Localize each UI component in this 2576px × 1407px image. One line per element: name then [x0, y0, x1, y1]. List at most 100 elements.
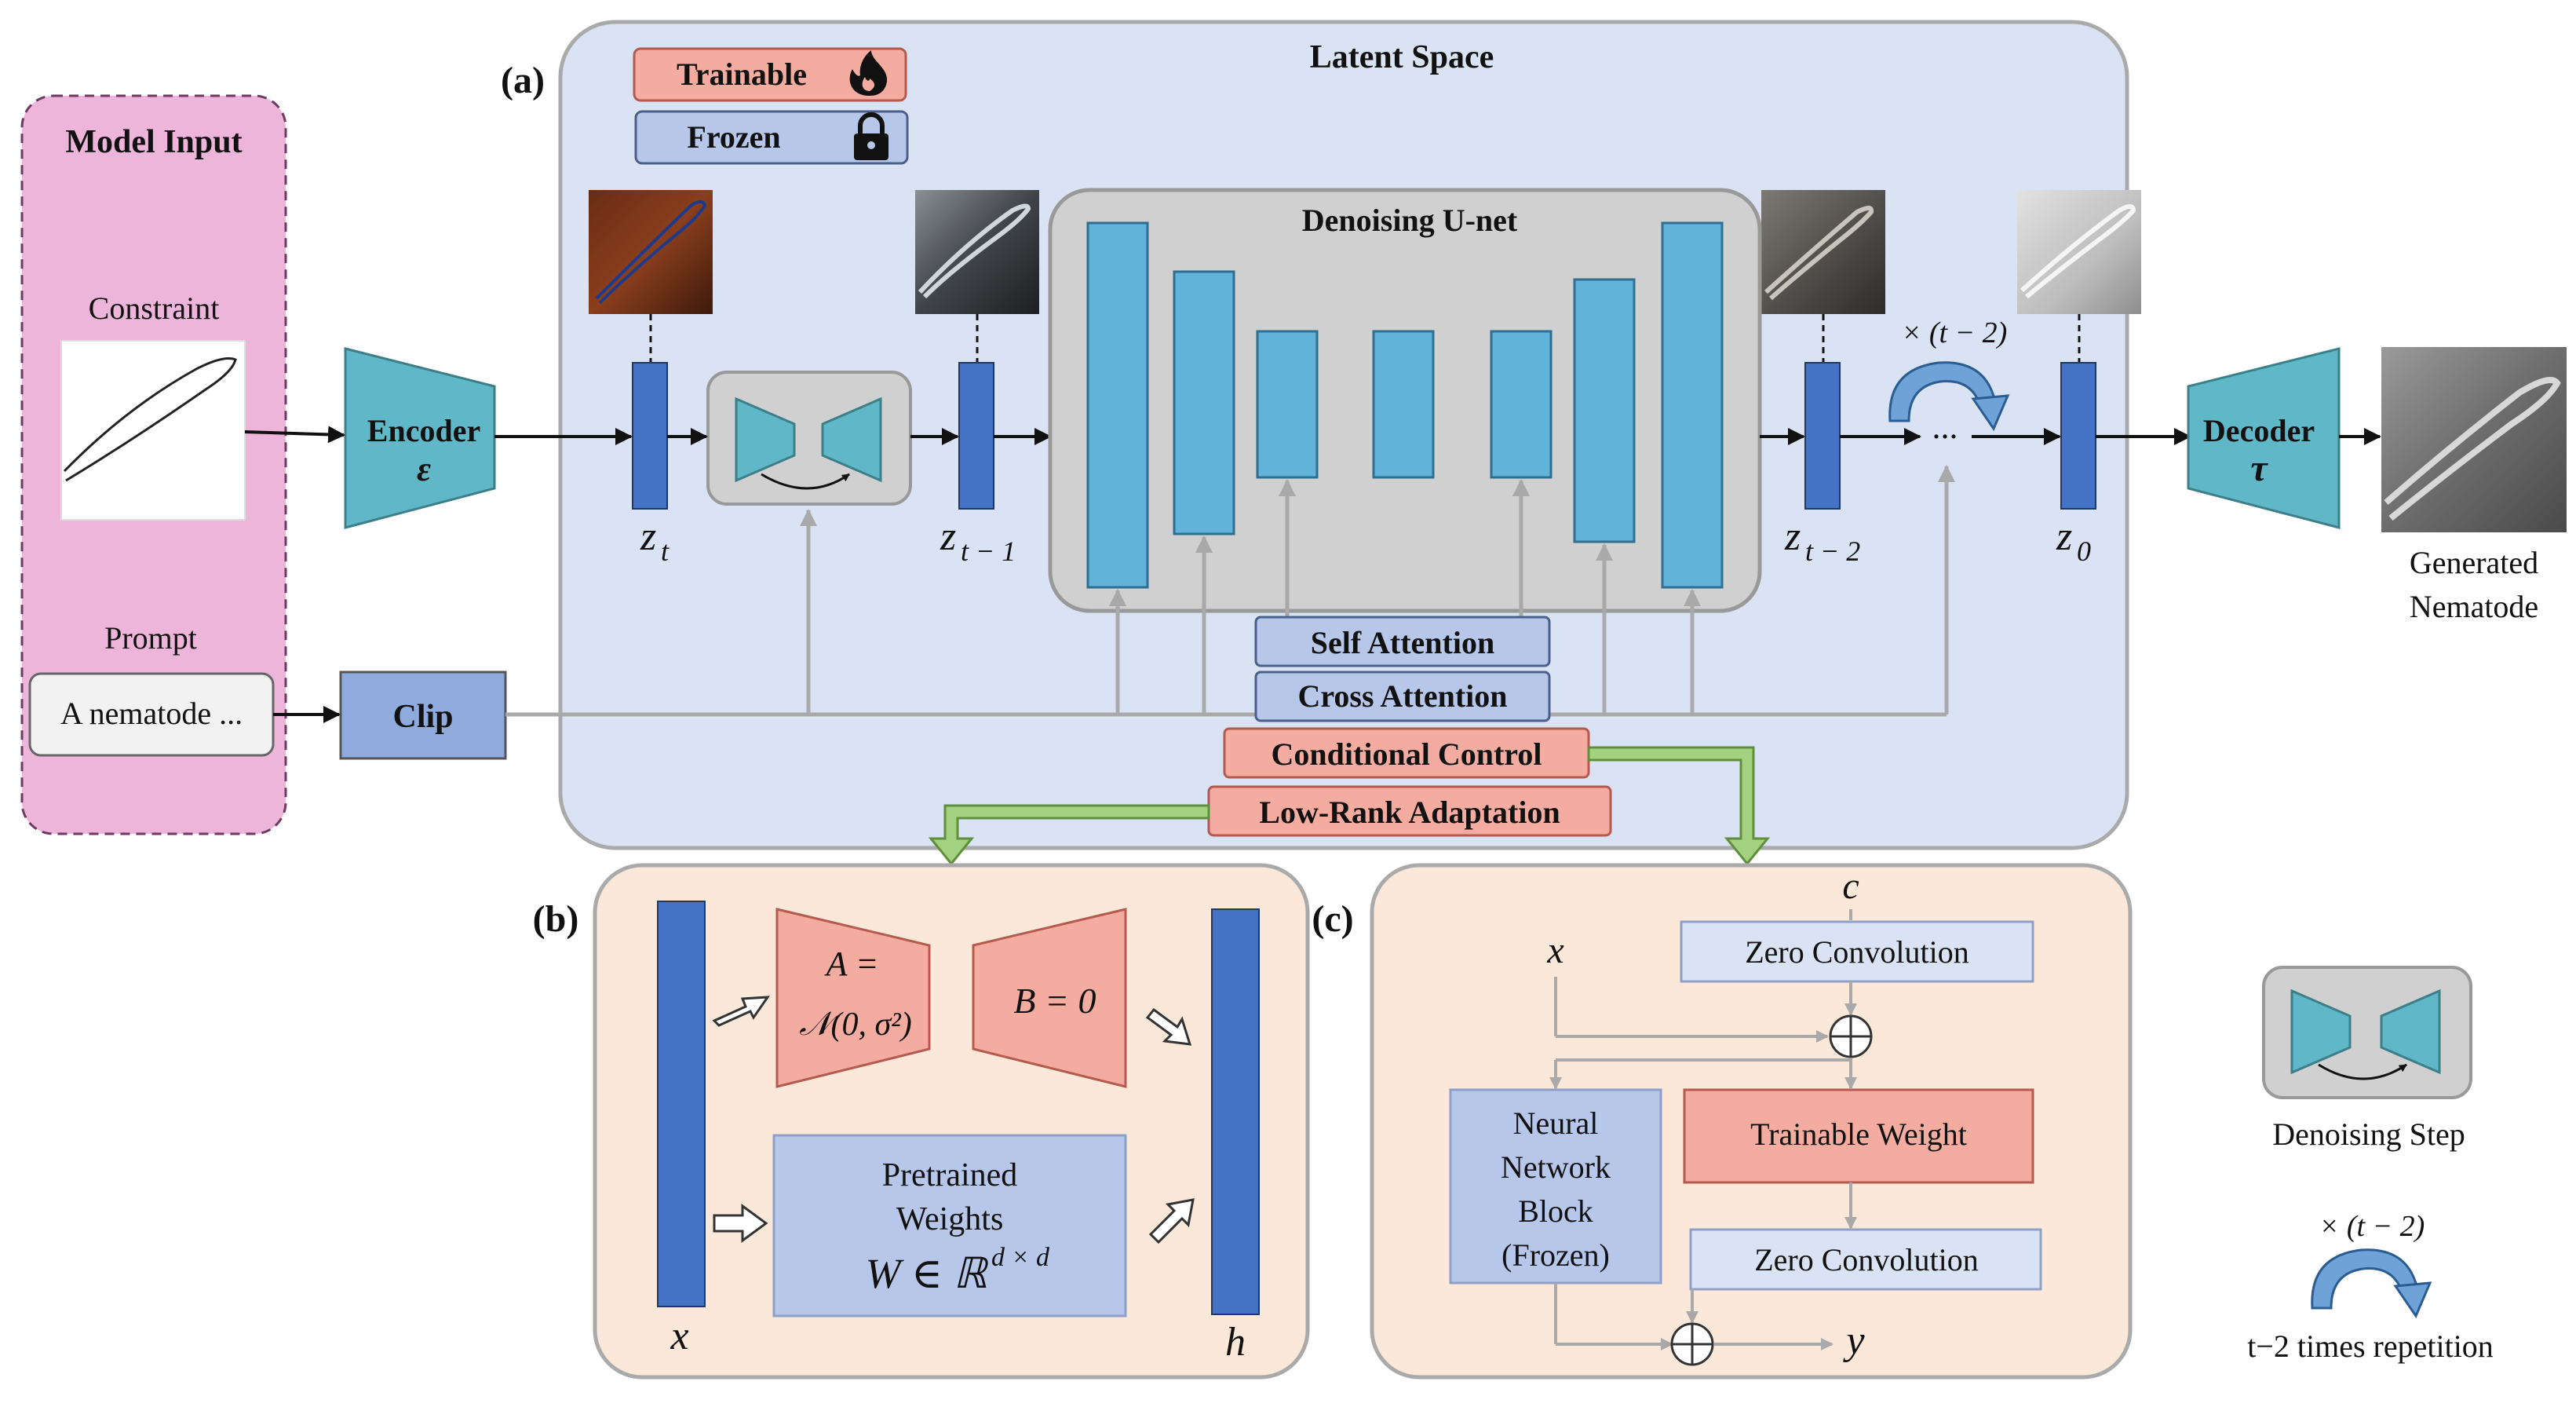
- lock-icon: [854, 112, 888, 160]
- legend-repeat-arrow-icon: [2311, 1248, 2432, 1319]
- nn-line1: Neural: [1513, 1106, 1599, 1141]
- legend-trainable-label: Trainable: [677, 57, 807, 92]
- cross-attention-label: Cross Attention: [1297, 678, 1507, 714]
- control-c-label: c: [1842, 865, 1859, 907]
- label-zt: z t: [640, 514, 670, 567]
- svg-text:z: z: [2056, 514, 2072, 559]
- noisy-image-zt: [589, 190, 713, 314]
- lora-b-matrix: [972, 908, 1127, 1088]
- self-attention-block: [1254, 616, 1551, 667]
- svg-text:z: z: [940, 514, 956, 559]
- decoder-label: Decoder: [2203, 413, 2315, 448]
- panel-c-label: (c): [1312, 898, 1353, 940]
- zero-conv-top-label: Zero Convolution: [1745, 934, 1969, 970]
- lora-x-label: x: [670, 1314, 688, 1358]
- constraint-sketch: [63, 357, 237, 482]
- legend-repeat-desc: t−2 times repetition: [2247, 1328, 2494, 1364]
- latent-zt-minus-2: [1804, 362, 1841, 510]
- add-icon-bottom: [1670, 1322, 1714, 1366]
- lora-hollow-arrows: [712, 996, 1195, 1244]
- prompt-text: A nematode ...: [60, 696, 243, 731]
- latent-zt: [632, 362, 668, 510]
- constraint-image: [60, 340, 246, 521]
- cross-attention-block: [1254, 671, 1551, 722]
- generated-label-1: Generated: [2410, 545, 2538, 580]
- generated-nematode-image: [2381, 347, 2567, 532]
- decoder-symbol: τ: [2250, 448, 2268, 489]
- legend-repeat-label: × (t − 2): [2319, 1210, 2425, 1243]
- green-arrow-lora: [928, 804, 1210, 866]
- repeat-label: × (t − 2): [1902, 316, 2008, 349]
- legend-frozen: [634, 110, 909, 165]
- green-arrow-control: [1587, 746, 1771, 866]
- clip-label: Clip: [392, 699, 453, 735]
- label-z0: z 0: [2056, 514, 2091, 567]
- zero-conv-bottom-label: Zero Convolution: [1754, 1242, 1979, 1277]
- clip-conditioning-lines: [505, 465, 1955, 717]
- repeat-arrow-icon: [1888, 361, 2010, 432]
- lora-h-label: h: [1225, 1320, 1246, 1365]
- lora-b-label: B = 0: [1013, 981, 1096, 1021]
- legend-denoising-step-label: Denoising Step: [2272, 1116, 2465, 1152]
- image-zt-minus-1: [915, 190, 1039, 314]
- nn-line2: Network: [1501, 1149, 1611, 1185]
- svg-text:z: z: [640, 514, 656, 559]
- clip-block: [339, 671, 507, 760]
- model-input-title: Model Input: [65, 124, 242, 160]
- panel-b-label: (b): [533, 898, 579, 940]
- pretrained-line1: Pretrained: [882, 1157, 1018, 1193]
- control-x-label: x: [1546, 930, 1563, 971]
- encoder-block: [344, 347, 496, 529]
- legend-denoising-step-icon: [2262, 966, 2472, 1099]
- latent-z0: [2060, 362, 2096, 510]
- neural-network-block: [1449, 1088, 1662, 1285]
- zero-conv-top: [1680, 920, 2034, 983]
- svg-text:t − 1: t − 1: [961, 535, 1016, 567]
- svg-text:t − 2: t − 2: [1805, 535, 1860, 567]
- constraint-label: Constraint: [89, 291, 220, 326]
- nn-line4: (Frozen): [1501, 1237, 1610, 1273]
- latent-space-title: Latent Space: [1310, 39, 1494, 75]
- pretrained-weights-block: [772, 1134, 1127, 1317]
- unet-title: Denoising U-net: [1302, 203, 1518, 238]
- svg-text:d × d: d × d: [991, 1243, 1050, 1272]
- generated-label-2: Nematode: [2410, 589, 2538, 624]
- lora-output-h: [1211, 908, 1260, 1315]
- control-connectors: [1549, 909, 1857, 1350]
- latent-zt-minus-1: [958, 362, 994, 510]
- decoder-block: [2187, 347, 2341, 529]
- svg-text:W ∈ ℝ: W ∈ ℝ: [866, 1250, 990, 1297]
- zero-conv-bottom: [1689, 1228, 2042, 1291]
- self-attention-label: Self Attention: [1311, 625, 1494, 660]
- fire-icon: [849, 50, 888, 96]
- image-z0: [2017, 190, 2141, 314]
- encoder-label: Encoder: [367, 413, 480, 448]
- input-to-encoder-arrow: [244, 426, 345, 444]
- conditional-control-label: Conditional Control: [1272, 736, 1542, 772]
- add-icon-top: [1829, 1014, 1873, 1058]
- weight-equation: W ∈ ℝ d × d: [866, 1243, 1050, 1297]
- svg-text:z: z: [1784, 514, 1801, 559]
- prompt-label: Prompt: [104, 620, 197, 656]
- control-y-label: y: [1842, 1318, 1865, 1363]
- nn-line3: Block: [1518, 1193, 1593, 1229]
- svg-text:t: t: [661, 535, 670, 567]
- label-zt-minus-1: z t − 1: [940, 514, 1016, 567]
- svg-text:0: 0: [2077, 535, 2091, 567]
- panel-a-label: (a): [501, 60, 545, 101]
- legend-trainable: [633, 47, 907, 102]
- ellipsis: ...: [1932, 407, 1958, 446]
- trainable-weight-block: [1683, 1088, 2034, 1184]
- unet-layers: [1086, 221, 1724, 589]
- low-rank-adaptation-label: Low-Rank Adaptation: [1259, 795, 1560, 830]
- lora-a-matrix: [775, 908, 931, 1088]
- lora-a-line2: 𝒩(0, σ²): [799, 1007, 912, 1043]
- image-zt-minus-2: [1761, 190, 1885, 314]
- lora-input-x: [657, 901, 706, 1307]
- label-zt-minus-2: z t − 2: [1784, 514, 1860, 567]
- lora-a-line1: A =: [824, 945, 879, 983]
- pretrained-line2: Weights: [896, 1201, 1004, 1237]
- legend-frozen-label: Frozen: [687, 119, 780, 155]
- encoder-symbol: ε: [417, 450, 431, 488]
